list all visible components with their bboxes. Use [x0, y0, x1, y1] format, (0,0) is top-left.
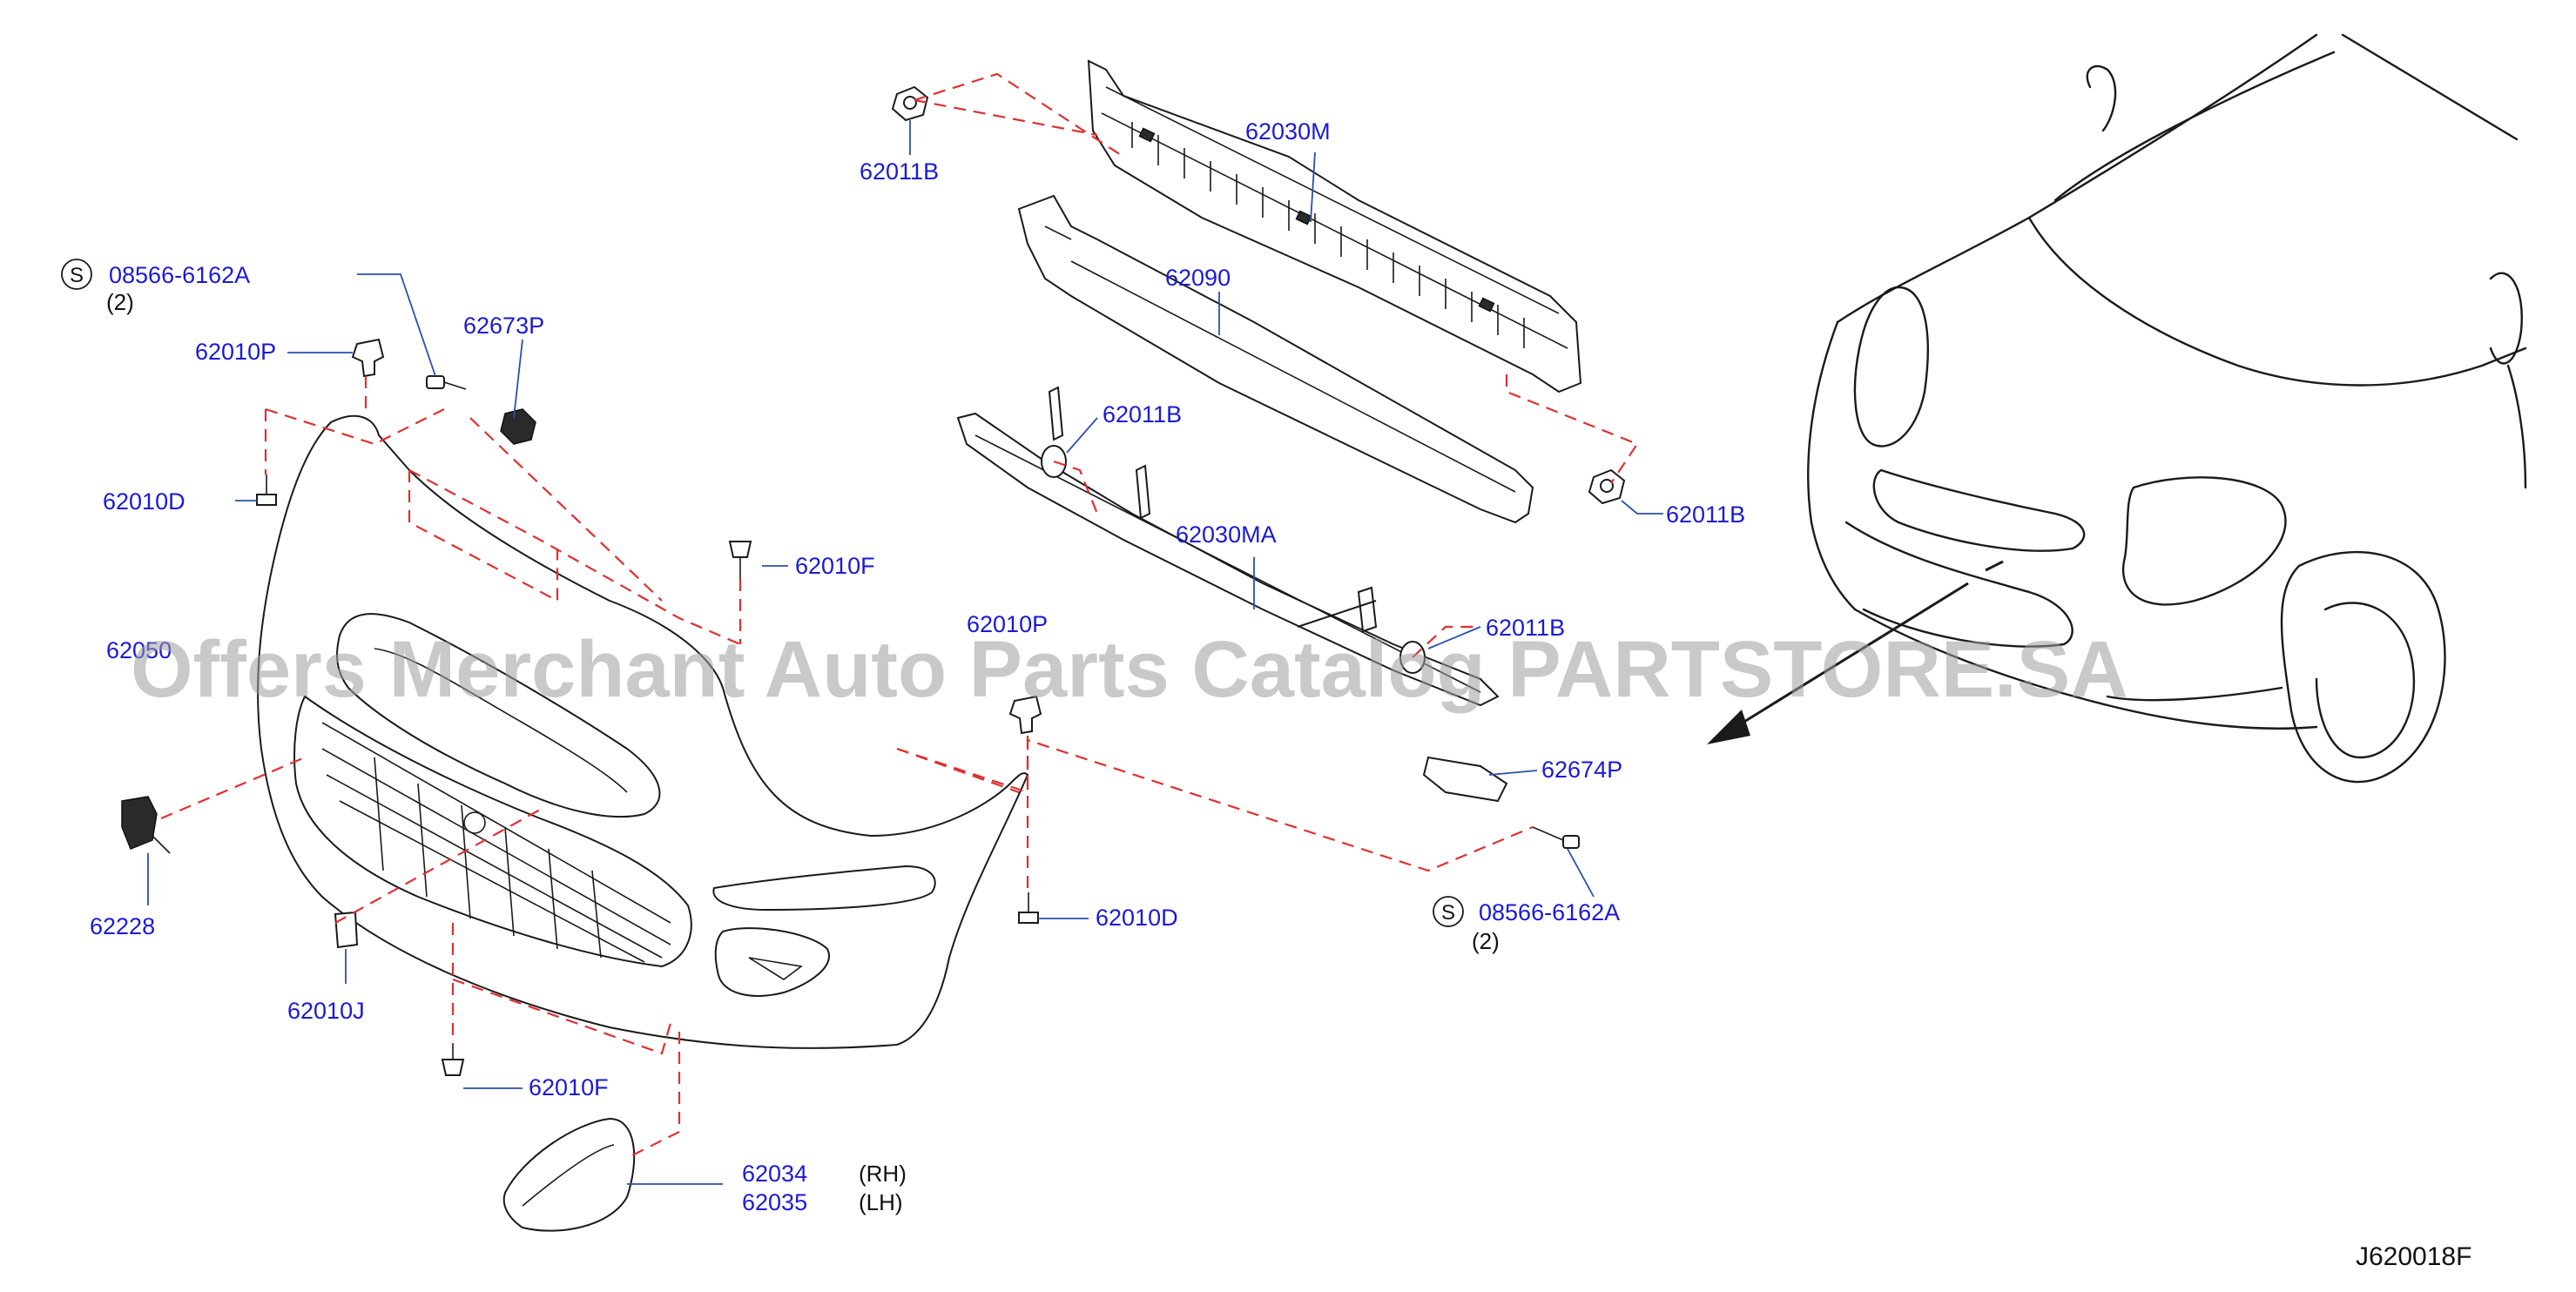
fog-cover-62034	[502, 1117, 636, 1232]
label-62010F-top[interactable]: 62010F	[795, 553, 875, 579]
clip-62010P-mid	[1008, 695, 1042, 735]
label-62034[interactable]: 62034	[742, 1161, 807, 1187]
bracket-62674P	[1422, 756, 1508, 803]
qty-08566-left: (2)	[106, 289, 134, 315]
label-62010D-left[interactable]: 62010D	[103, 488, 185, 515]
label-62030MA[interactable]: 62030MA	[1176, 522, 1277, 548]
diagram-id: J620018F	[2356, 1242, 2471, 1271]
bumper-fascia-62050	[257, 414, 1029, 1049]
screw-62010D-left	[256, 474, 277, 506]
label-62228[interactable]: 62228	[90, 913, 155, 939]
label-62010J[interactable]: 62010J	[287, 998, 365, 1024]
label-62673P[interactable]: 62673P	[463, 313, 544, 339]
label-62010F-bottom[interactable]: 62010F	[529, 1074, 609, 1100]
label-62035[interactable]: 62035	[742, 1189, 807, 1215]
clip-62010J	[334, 911, 359, 949]
clip-62010F-top	[728, 541, 752, 579]
label-08566-6162A-right[interactable]: 08566-6162A	[1479, 899, 1620, 925]
clip-62010P-top	[351, 338, 385, 378]
absorber-62090	[1017, 194, 1534, 524]
nut-62011B-right	[1588, 468, 1626, 505]
clip-62010F-bottom	[441, 1045, 465, 1076]
label-62030M[interactable]: 62030M	[1245, 118, 1331, 145]
reinforcement-62030M	[1087, 59, 1582, 394]
label-62011B-top[interactable]: 62011B	[860, 158, 939, 185]
direction-arrow	[1707, 560, 2004, 744]
s-symbol-right: S	[1441, 901, 1455, 925]
note-lh: (LH)	[859, 1189, 903, 1215]
label-62010P-mid[interactable]: 62010P	[967, 611, 1048, 637]
label-62090[interactable]: 62090	[1165, 265, 1231, 291]
label-62011B-right[interactable]: 62011B	[1666, 501, 1745, 528]
screw-08566-right	[1532, 826, 1580, 849]
label-62011B-mid[interactable]: 62011B	[1103, 401, 1182, 427]
qty-08566-right: (2)	[1472, 928, 1500, 954]
leader-lines	[147, 120, 1663, 1185]
label-08566-6162A-left[interactable]: 08566-6162A	[109, 262, 250, 288]
screw-08566-left	[426, 375, 467, 390]
label-62050[interactable]: 62050	[106, 637, 172, 663]
watermark-text: Offers Merchant Auto Parts Catalog PARTS…	[131, 625, 2128, 714]
bracket-62228	[121, 796, 171, 854]
label-62674P[interactable]: 62674P	[1541, 757, 1622, 783]
note-rh: (RH)	[859, 1161, 907, 1187]
s-symbol-left: S	[70, 264, 84, 287]
assembly-dashed-lines	[160, 72, 1639, 1159]
vehicle-outline	[1807, 33, 2527, 784]
symbol-s-left: S	[61, 259, 92, 290]
symbol-s-right: S	[1433, 896, 1464, 927]
reinforcement-62030MA	[956, 386, 1500, 707]
label-62010P-top[interactable]: 62010P	[195, 339, 276, 365]
label-62011B-lower[interactable]: 62011B	[1486, 615, 1565, 641]
screw-62010D-right	[1018, 892, 1039, 924]
label-62010D-right[interactable]: 62010D	[1096, 905, 1178, 931]
retainer-62673P	[500, 408, 536, 445]
nut-62011B-top	[891, 85, 929, 122]
